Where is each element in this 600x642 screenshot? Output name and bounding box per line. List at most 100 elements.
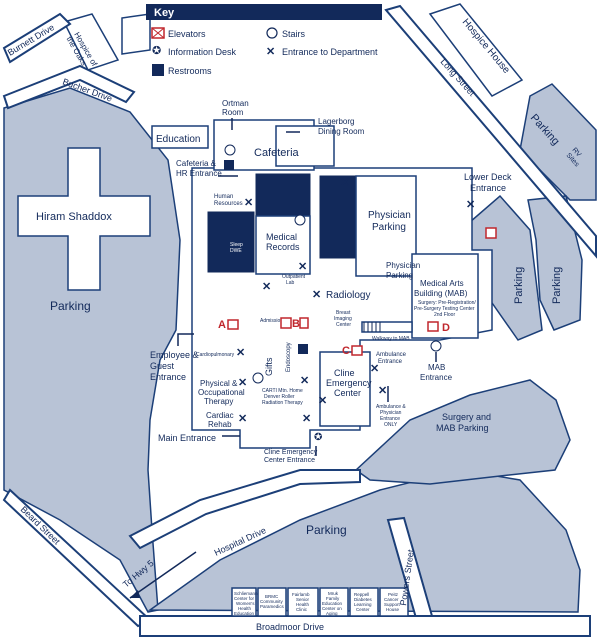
hospice-oaks-building xyxy=(62,13,120,71)
entrance-x-icon: ✕ xyxy=(244,197,253,209)
entrance-x-icon: ✕ xyxy=(238,377,247,389)
dark-block-1 xyxy=(255,173,311,217)
small-buildings-labels: Schliemann Center for Women's Health Edu… xyxy=(234,591,401,616)
lower-deck-label: Lower Deck Entrance xyxy=(464,172,514,193)
information-desk-icon: ✪ xyxy=(152,45,161,57)
burnett-building xyxy=(121,13,151,55)
dark-block-2 xyxy=(207,211,255,273)
small-buildings-row xyxy=(231,587,409,617)
entrance-x-icon: ✕ xyxy=(262,281,271,293)
broadmoor-drive-label: Broadmoor Drive xyxy=(256,622,324,632)
elevator-icon xyxy=(227,319,239,330)
elevator-icon xyxy=(427,321,439,332)
svg-text:Reppell Diabetes L: Reppell Diabetes Learning Center xyxy=(354,592,373,612)
to-hwy5-arrow xyxy=(129,551,197,599)
entrance-x-icon: ✕ xyxy=(300,375,309,387)
mab-building xyxy=(411,253,479,339)
entrance-x-icon: ✕ xyxy=(302,413,311,425)
marker-a: A xyxy=(218,319,226,331)
admissions-label: Admissions xyxy=(260,318,286,324)
gifts-label: Gifts xyxy=(264,357,274,376)
physician-parking-main xyxy=(355,175,417,277)
mab-label: Medical Arts Building (MAB) xyxy=(414,279,468,298)
entrance-markers: ✕ ✕ ✕ ✕ ✕ ✕ ✕ ✕ ✕ ✕ ✕ ✕ ✕ ✕ xyxy=(236,177,475,425)
physical-therapy-label: Physical & Occupational Therapy xyxy=(198,379,247,406)
ortman-room-label: Ortman Room xyxy=(222,99,251,117)
surgery-mab-parking-label: Surgery and MAB Parking xyxy=(436,412,494,433)
physician-parking-main-label: Physician Parking xyxy=(368,210,414,233)
carti-label: CARTI Mtn. Home Denver Roller Radiation … xyxy=(262,388,304,406)
entrance-arrows xyxy=(177,118,437,456)
svg-text:BRMC Community Par: BRMC Community Paramedics xyxy=(260,594,285,609)
legend-restrooms: Restrooms xyxy=(168,66,212,76)
svg-text:Peitz Cancer Suppo: Peitz Cancer Support House xyxy=(384,592,401,612)
outpatient-lab-label: Outpatient Lab xyxy=(282,274,306,286)
legend-information-desk: Information Desk xyxy=(168,47,237,57)
cafeteria-label: Cafeteria xyxy=(254,147,300,159)
endoscopy-label: Endoscopy xyxy=(286,342,292,372)
burnett-drive xyxy=(2,12,72,64)
radiology-label: Radiology xyxy=(326,290,370,301)
long-street xyxy=(384,4,597,259)
key-header-bar xyxy=(146,4,382,20)
entrance-x-icon: ✕ xyxy=(238,413,247,425)
cardiopulmonary-label: Cardiopulmonary xyxy=(196,352,235,358)
main-entrance-label: Main Entrance xyxy=(158,433,216,443)
entrance-x-icon: ✕ xyxy=(340,177,349,189)
walkway-to-mab xyxy=(361,321,413,333)
sleep-dwe-label: Sleep DWE xyxy=(230,242,244,254)
restroom-icon xyxy=(224,160,234,170)
education-label: Education xyxy=(156,134,200,145)
stairs-icon xyxy=(266,27,278,39)
cafeteria-hr-label: Cafeteria & HR Entrance xyxy=(176,159,222,178)
elevator-icon xyxy=(351,345,363,356)
physician-parking-side-label: Physician Parking xyxy=(386,261,422,280)
marker-c: C xyxy=(342,345,350,357)
hiram-shaddox-label: Hiram Shaddox xyxy=(36,211,112,223)
stairs-icon xyxy=(294,214,306,226)
breast-imaging-label: Breast Imaging Center xyxy=(334,310,353,328)
mab-note-label: Surgery: Pre-Registration/ Pre-Surgery T… xyxy=(414,300,477,318)
stairs-icon xyxy=(224,144,236,156)
human-resources-label: Human Resources xyxy=(214,194,243,207)
entrance-x-icon: ✕ xyxy=(298,261,307,273)
entrance-x-icon: ✕ xyxy=(466,199,475,211)
lagerborg-wing xyxy=(275,125,335,167)
parking-lower-2-label: Parking xyxy=(551,267,563,304)
hospital-drive xyxy=(128,469,361,550)
entrance-x-icon: ✕ xyxy=(378,385,387,397)
information-desk-icon: ✪ xyxy=(314,432,322,443)
restroom-icon xyxy=(298,344,308,354)
entrance-x-icon: ✕ xyxy=(370,363,379,375)
ambulance-physician-label: Ambulance & Physician Entrance ONLY xyxy=(376,404,407,428)
legend-elevators: Elevators xyxy=(168,29,206,39)
svg-text:Fairlamb Senior He: Fairlamb Senior Health Clinic xyxy=(292,592,311,612)
svg-text:Mruk Family Educat: Mruk Family Education Center on Aging xyxy=(322,591,343,616)
elevator-icon xyxy=(299,317,309,329)
marker-b: B xyxy=(292,318,300,330)
bucher-drive xyxy=(2,64,136,110)
mab-entrance-label: MAB Entrance xyxy=(420,363,453,382)
parking-south-label: Parking xyxy=(306,523,347,537)
walkway-stripes xyxy=(363,322,381,332)
key-title: Key xyxy=(154,7,175,19)
employee-guest-label: Employee & Guest Entrance xyxy=(150,350,201,382)
parking-west-label: Parking xyxy=(50,299,91,313)
legend-stairs: Stairs xyxy=(282,29,306,39)
cline-center-room xyxy=(319,351,371,427)
elevator-icon xyxy=(280,317,292,329)
walkway-label: Walkway to MAB xyxy=(372,336,410,342)
entrance-x-icon: ✕ xyxy=(236,347,245,359)
restroom-icon xyxy=(152,64,164,76)
marker-d: D xyxy=(442,322,450,334)
stairs-icon xyxy=(430,340,442,352)
svg-text:Schliemann Center for: Schliemann Center for Women's Health Edu… xyxy=(234,591,259,616)
cline-ec-entrance-label: Cline Emergency Center Entrance xyxy=(264,449,319,464)
lagerborg-label: Lagerborg Dining Room xyxy=(318,117,365,136)
parking-lot-surgery xyxy=(354,379,571,485)
entrance-x-icon: ✕ xyxy=(266,46,275,58)
medical-records-label: Medical Records xyxy=(266,232,300,252)
parking-lower-1-label: Parking xyxy=(513,267,525,304)
medical-records-room xyxy=(255,215,311,275)
